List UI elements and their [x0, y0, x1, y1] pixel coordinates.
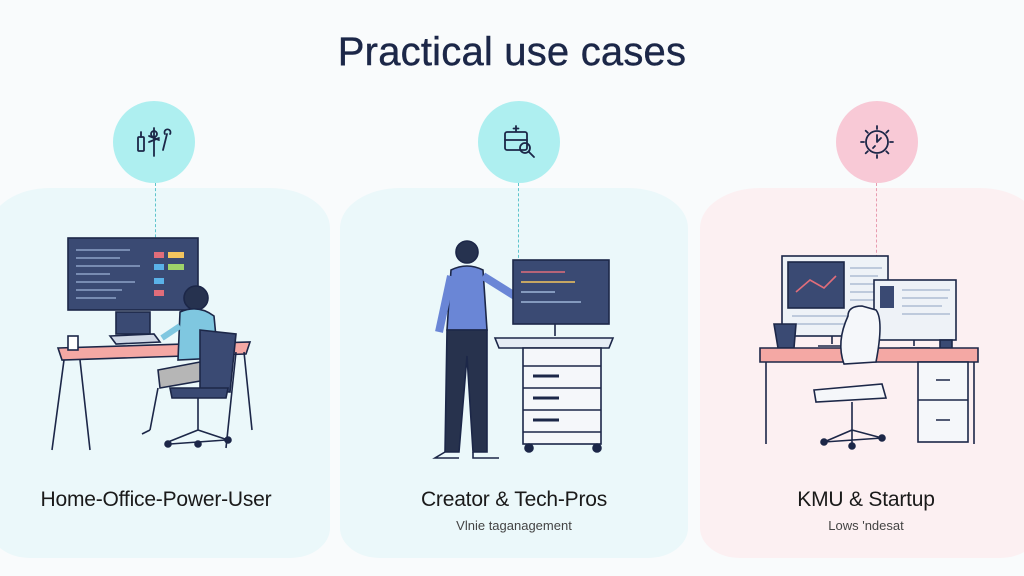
gear-clock-icon — [860, 125, 894, 159]
use-case-card-kmu — [700, 188, 1024, 558]
badge-creator — [478, 101, 560, 183]
card-title-kmu: KMU & Startup — [797, 488, 935, 511]
home-office-illustration — [51, 237, 253, 451]
creator-illustration — [432, 240, 615, 459]
card-title-home-office: Home-Office-Power-User — [40, 488, 272, 511]
card-subtitle-creator: Vlnie tаganagement — [456, 518, 572, 533]
tools-icon — [137, 127, 172, 157]
card-title-creator: Creator & Tech-Pros — [420, 488, 608, 511]
device-search-icon — [504, 125, 535, 158]
connector-line — [155, 183, 156, 263]
badge-home-office — [113, 101, 195, 183]
page-title: Practical use cases — [337, 30, 687, 74]
badge-kmu — [836, 101, 918, 183]
kmu-illustration — [759, 255, 979, 450]
connector-line — [518, 183, 519, 263]
card-subtitle-kmu: Lows 'ndesat — [828, 518, 904, 533]
use-case-card-creator — [340, 188, 688, 558]
connector-line — [876, 183, 877, 263]
